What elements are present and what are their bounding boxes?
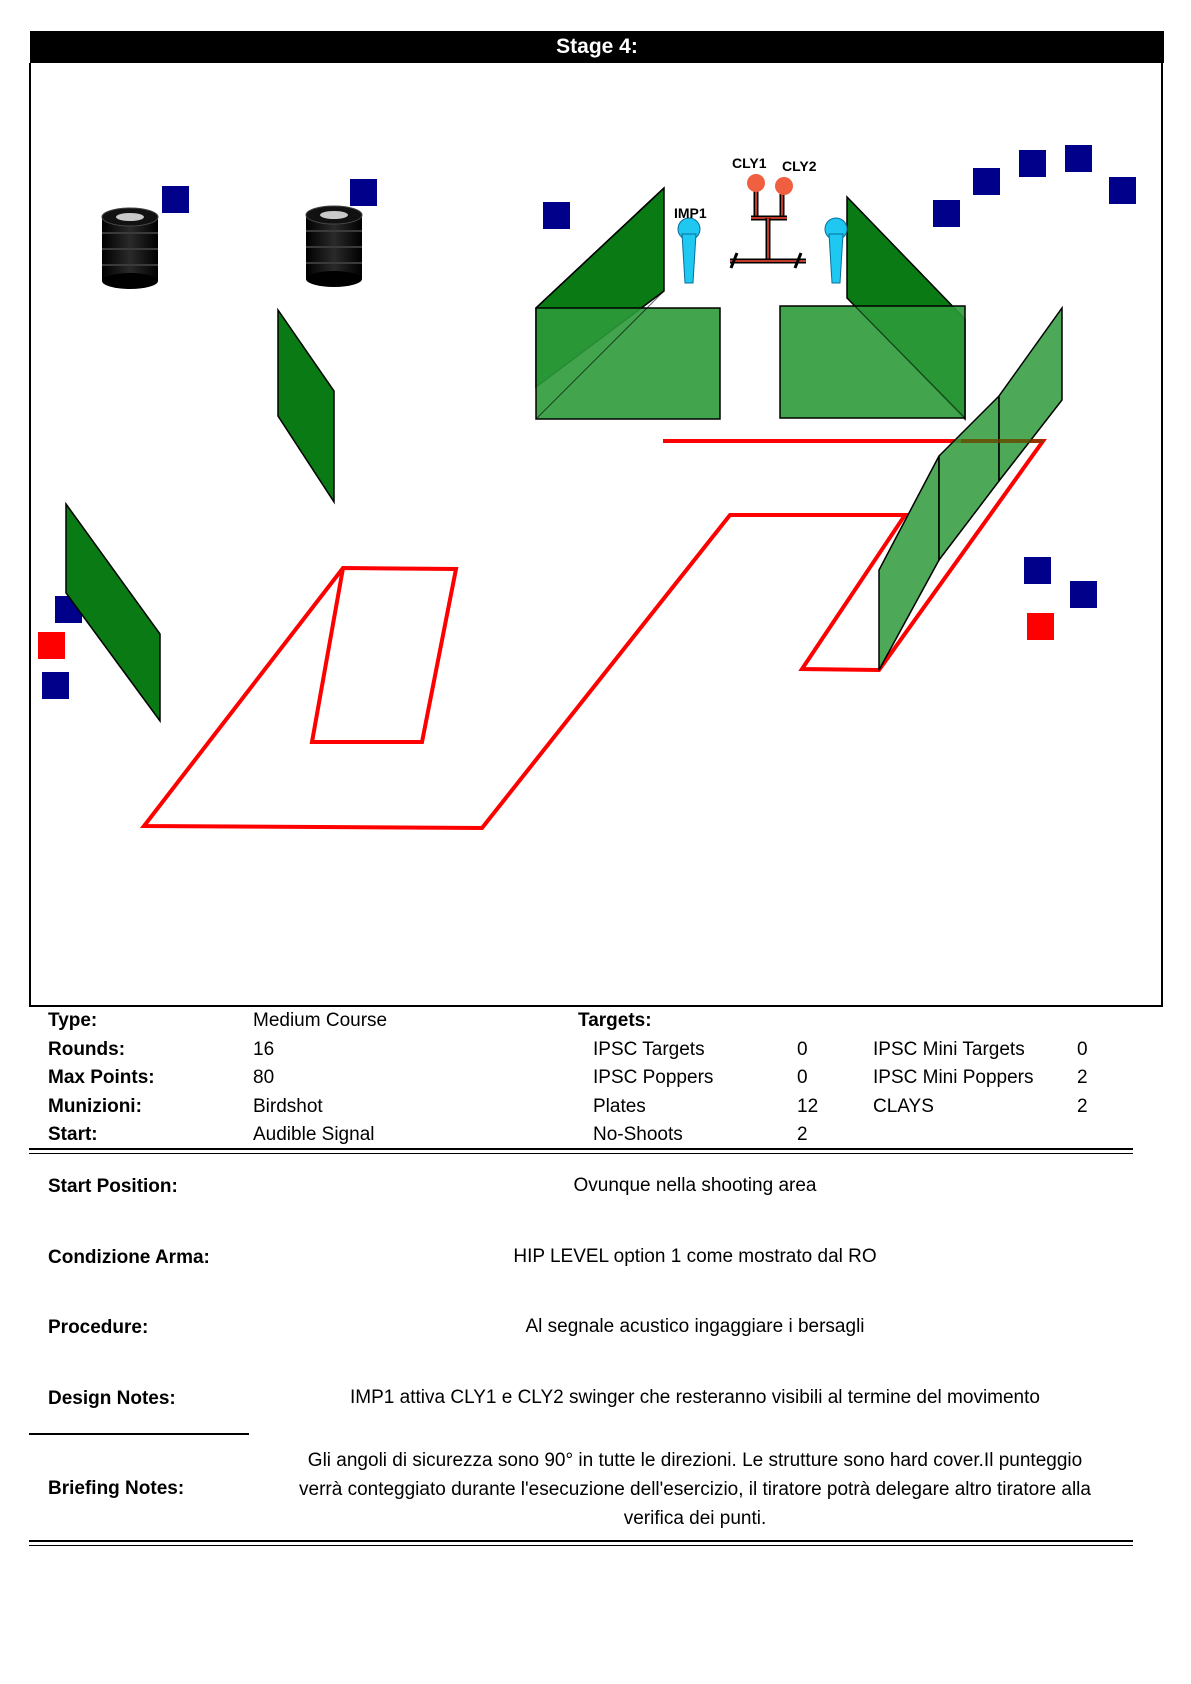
- condizione-arma-label: Condizione Arma:: [48, 1247, 210, 1268]
- clay-swinger: [729, 191, 806, 269]
- separator-bottom-2: [29, 1545, 1133, 1546]
- maxpoints-label: Max Points:: [48, 1067, 155, 1088]
- plate-7: [1065, 145, 1092, 172]
- design-notes-value: IMP1 attiva CLY1 e CLY2 swinger che rest…: [350, 1387, 1040, 1408]
- target-clays-count: 2: [1077, 1096, 1088, 1117]
- popper-2: [824, 217, 848, 284]
- munizioni-label: Munizioni:: [48, 1096, 142, 1117]
- procedure-value: Al segnale acustico ingaggiare i bersagl…: [525, 1316, 865, 1337]
- munizioni-value: Birdshot: [253, 1096, 323, 1117]
- label-imp1: IMP1: [674, 205, 707, 221]
- target-plates-count: 12: [797, 1096, 819, 1117]
- rounds-label: Rounds:: [48, 1039, 126, 1060]
- target-ipsc-targets-count: 0: [797, 1039, 808, 1060]
- label-cly1: CLY1: [732, 155, 767, 171]
- wall-structure-left: [535, 186, 721, 420]
- target-ipsc-poppers: IPSC Poppers: [593, 1067, 714, 1088]
- wall-right-3: [998, 305, 1063, 484]
- wall-left-diagonal: [65, 501, 161, 724]
- plate-2: [350, 179, 377, 206]
- start-position-label: Start Position:: [48, 1176, 178, 1197]
- target-ipsc-mini-poppers: IPSC Mini Poppers: [873, 1067, 1034, 1088]
- separator-top-1: [29, 1148, 1133, 1150]
- design-notes-label: Design Notes:: [48, 1388, 176, 1409]
- wall-right-1: [878, 455, 940, 671]
- plate-6: [1019, 150, 1046, 177]
- target-no-shoots: No-Shoots: [593, 1124, 683, 1145]
- target-ipsc-poppers-count: 0: [797, 1067, 808, 1088]
- tire-stack-1: [101, 207, 159, 289]
- briefing-notes-line2: verrà conteggiato durante l'esecuzione d…: [299, 1479, 1091, 1500]
- stage-diagram: CLY1 CLY2 IMP1: [29, 63, 1163, 1007]
- plate-3: [543, 202, 570, 229]
- clay-cly2: [775, 177, 793, 195]
- type-value: Medium Course: [253, 1010, 388, 1031]
- start-position-value: Ovunque nella shooting area: [573, 1175, 817, 1196]
- target-clays: CLAYS: [873, 1096, 934, 1117]
- no-shoot-2: [1027, 613, 1054, 640]
- target-ipsc-targets: IPSC Targets: [593, 1039, 705, 1060]
- briefing-notes-label: Briefing Notes:: [48, 1478, 185, 1499]
- targets-heading: Targets:: [578, 1010, 652, 1031]
- plate-5: [973, 168, 1000, 195]
- no-shoot-1: [38, 632, 65, 659]
- target-ipsc-mini-poppers-count: 2: [1077, 1067, 1088, 1088]
- separator-bottom-1: [29, 1540, 1133, 1542]
- separator-top-2: [29, 1153, 1133, 1154]
- plate-10: [42, 672, 69, 699]
- condizione-arma-value: HIP LEVEL option 1 come mostrato dal RO: [513, 1246, 877, 1267]
- plate-12: [1070, 581, 1097, 608]
- wall-structure-right: [779, 195, 966, 421]
- plate-4: [933, 200, 960, 227]
- plate-8: [1109, 177, 1136, 204]
- start-label: Start:: [48, 1124, 98, 1145]
- shooting-area-outline: [139, 439, 1047, 831]
- separator-design: [29, 1433, 249, 1435]
- tire-stack-2: [305, 205, 363, 287]
- target-plates: Plates: [593, 1096, 646, 1117]
- label-cly2: CLY2: [782, 158, 817, 174]
- wall-right-2: [938, 394, 1000, 563]
- target-no-shoots-count: 2: [797, 1124, 808, 1145]
- wall-mid-diagonal: [277, 307, 335, 505]
- target-ipsc-mini-targets-count: 0: [1077, 1039, 1088, 1060]
- clay-cly1: [747, 174, 765, 192]
- plate-11: [1024, 557, 1051, 584]
- briefing-notes-line1: Gli angoli di sicurezza sono 90° in tutt…: [307, 1450, 1083, 1471]
- stage-diagram-svg: CLY1 CLY2 IMP1: [38, 145, 1136, 831]
- maxpoints-value: 80: [253, 1067, 275, 1088]
- plate-1: [162, 186, 189, 213]
- popper-imp1: [677, 217, 701, 284]
- stage-title: Stage 4:: [30, 31, 1164, 63]
- type-label: Type:: [48, 1010, 98, 1031]
- briefing-notes-line3: verifica dei punti.: [623, 1508, 767, 1529]
- rounds-value: 16: [253, 1039, 275, 1060]
- procedure-label: Procedure:: [48, 1317, 149, 1338]
- target-ipsc-mini-targets: IPSC Mini Targets: [873, 1039, 1025, 1060]
- start-value: Audible Signal: [253, 1124, 375, 1145]
